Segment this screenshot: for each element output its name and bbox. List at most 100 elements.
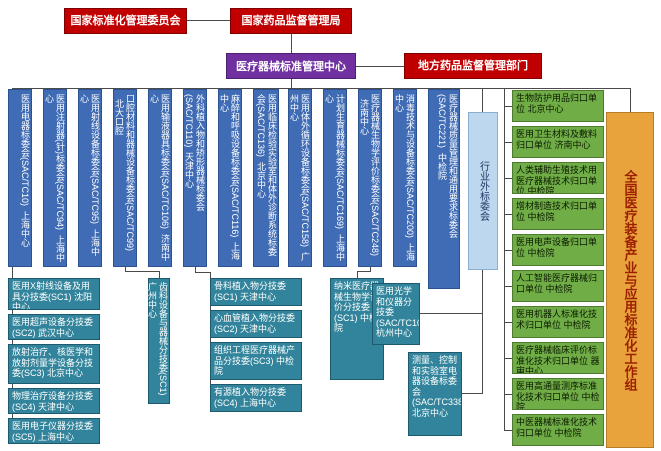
- subcommittee-tc110-sc2: 心血管植入物分技委(SC2) 天津中心: [210, 310, 302, 338]
- device-center-label: 医疗器械标准管理中心: [236, 61, 346, 73]
- committee-city: 广州中心: [289, 94, 310, 262]
- subcommittee-tc10-sc1: 医用X射线设备及用具分技委(SC1) 沈阳中心: [8, 278, 100, 310]
- focal-point-unit: 中检院: [563, 319, 591, 330]
- committee-column-sac-tc248: 医疗器械生物学评价标委会(SAC/TC248) 济南中心: [358, 89, 382, 267]
- committee-city: 上海中心: [324, 94, 345, 262]
- committee-column-sac-tc158: 医用体外循环设备标委会(SAC/TC158)广州中心: [288, 89, 312, 267]
- subcommittee-name: 医用X射线设备及用具分技委(SC1): [12, 281, 91, 302]
- connector-focal-4: [504, 214, 512, 215]
- external-committees-label-box: 行业外标委会: [468, 112, 498, 270]
- subcommittee-city: 广州中心: [147, 282, 157, 318]
- committee-code: (SAC/TC248): [370, 202, 380, 257]
- committee-code: (SAC/TC99): [125, 202, 135, 252]
- subcommittee-city: 中检院: [214, 355, 295, 377]
- committee-name: 医疗器械生物学评价标委会: [370, 94, 380, 202]
- focal-point-name: 医用高通量测序标准化技术归口单位: [516, 381, 598, 402]
- committee-column-sac-tc94: 医用注射器(针)标委会(SAC/TC94)上海中心: [43, 89, 67, 267]
- committee-code: (SAC/TC200): [405, 184, 415, 239]
- connector-focal-9: [504, 394, 512, 395]
- subcommittee-city: 天津中心: [38, 401, 75, 412]
- subcommittee-code: (SAC/TC338/SC1): [412, 397, 461, 407]
- connector-tc99-2: [125, 271, 160, 272]
- subcommittee-name: 组织工程医疗器械产品分技委(SC3): [214, 345, 296, 366]
- connector-tc99-3: [159, 271, 160, 278]
- connector-center-local: [356, 66, 404, 67]
- connector-external-tc103: [420, 313, 482, 314]
- committee-column-sac-tc110: 外科植入物和矫形器械标委会(SAC/TC110)天津中心: [183, 89, 207, 267]
- focal-point-clinical-evaluation: 医疗器械临床评价标准化技术归口单位 器审中心: [512, 342, 604, 374]
- connector-external-tc338: [462, 393, 482, 394]
- focal-point-additive-manufacturing: 增材制造技术归口单位 中检院: [512, 198, 604, 230]
- connector-focal-3: [504, 178, 512, 179]
- connector-focal-10: [504, 430, 512, 431]
- committee-city: 北大口腔: [114, 99, 124, 135]
- committee-code: (SAC/TC169): [335, 175, 345, 230]
- connector-main-bus: [12, 88, 630, 89]
- committee-name: 外科植入物和矫形器械标委会: [195, 94, 205, 211]
- subcommittee-tc110-sc4: 有源植入物分技委(SC4) 上海中心: [210, 384, 302, 412]
- committee-column-sac-tc10: 医用电器标委会(SAC/TC10)上海中心: [8, 89, 32, 267]
- committee-column-sac-tc116: 麻醉和呼吸设备标委会(SAC/TC116)上海中心: [218, 89, 242, 267]
- connector-focal-8: [504, 358, 512, 359]
- subcommittee-name: 放射治疗、核医学和放射剂量学设备分技委(SC3): [12, 347, 94, 378]
- committee-name: 医用注射器(针)标委会: [55, 94, 65, 181]
- committee-city: 上海中心: [20, 211, 30, 248]
- workgroup-label: 全国医疗装备产业与应用标准化工作组: [622, 169, 638, 391]
- focal-point-name: 人类辅助生殖技术用医疗器械技术归口单位: [516, 165, 598, 194]
- external-label: 行业外标委会: [477, 161, 489, 221]
- committee-city: 上海中心: [79, 94, 100, 257]
- connector-focal-6: [504, 286, 512, 287]
- subcommittee-city: 天津中心: [240, 291, 277, 302]
- local-regulators-label: 地方药品监督管理部门: [418, 59, 528, 72]
- committee-code: (SAC/TC136): [256, 103, 266, 158]
- committee-city: 天津中心: [184, 152, 194, 189]
- subcommittee-tc10-sc5: 医用电子仪器分技委(SC5) 上海中心: [8, 418, 100, 444]
- subcommittee-name: 骨科植入物分技委(SC1): [214, 281, 287, 302]
- subcommittee-tc10-sc2: 医用超声设备分技委(SC2) 武汉中心: [8, 314, 100, 340]
- box-device-standards-center: 医疗器械标准管理中心: [226, 53, 356, 79]
- focal-point-electroacoustic: 医用电声设备归口单位 中检院: [512, 234, 604, 266]
- focal-point-name: 医用电声设备归口单位: [516, 237, 598, 258]
- connector-workgroup: [630, 88, 631, 112]
- subcommittee-city: 武汉中心: [38, 327, 75, 338]
- committee-column-sac-tc99: 口腔材料和器械设备标委会(SAC/TC99) 北大口腔: [113, 89, 137, 267]
- committee-city: 济南中心: [359, 99, 369, 135]
- connector-focal-2: [504, 142, 512, 143]
- focal-point-assisted-reproduction: 人类辅助生殖技术用医疗器械技术归口单位 中检院: [512, 162, 604, 194]
- focal-point-name: 中医器械标准化技术归口单位: [516, 417, 598, 438]
- committee-column-sac-tc200: 消毒技术与设备标委会(SAC/TC200)上海中心: [393, 89, 417, 267]
- subcommittee-city: 北京中心: [412, 407, 449, 418]
- committee-city: 济南中心: [149, 94, 170, 262]
- committee-name: 口腔材料和器械设备标委会: [125, 94, 135, 202]
- committee-name: 医疗器械质量管理和通用要求标委会: [448, 94, 458, 238]
- connector-external-top: [482, 88, 483, 112]
- connector-tc248-1: [370, 267, 371, 272]
- standards-committee-label: 国家标准化管理委员会: [70, 14, 181, 27]
- subcommittee-city: 上海中心: [240, 397, 277, 408]
- focal-point-unit: 中检院: [545, 283, 573, 294]
- committee-name: 消毒技术与设备标委会: [405, 94, 415, 184]
- focal-point-name: 增材制造技术归口单位: [516, 201, 598, 222]
- committee-code: (SAC/TC95): [90, 175, 100, 225]
- box-nmpa: 国家药品监督管理局: [230, 8, 352, 34]
- focal-point-name: 医用卫生材料及敷料归口单位: [516, 129, 598, 150]
- committee-code: (SAC/TC158): [300, 193, 310, 248]
- connector-focal-rail: [504, 88, 505, 430]
- focal-point-unit: 中检院: [527, 211, 555, 222]
- subcommittee-city: 中检院: [334, 312, 379, 334]
- committee-column-sac-tc169: 计划生育器械标委会(SAC/TC169)上海中心: [323, 89, 347, 267]
- focal-point-name: 人工智能医疗器械归口单位: [516, 273, 598, 294]
- focal-point-unit: 济南中心: [554, 139, 591, 150]
- subcommittee-name: 齿科设备与器械分技委(SC1): [158, 282, 168, 396]
- focal-point-dressings: 医用卫生材料及敷料归口单位 济南中心: [512, 126, 604, 158]
- connector-sac-nmpa: [187, 20, 232, 21]
- focal-point-tcm-devices: 中医器械标准化技术归口单位 中检院: [512, 414, 604, 446]
- committee-column-sac-tc136: 医用临床检验实验室和体外诊断系统标委会(SAC/TC136)北京中心: [253, 89, 279, 267]
- subcommittee-city: 杭州中心: [376, 328, 413, 338]
- subcommittee-tc110-sc3: 组织工程医疗器械产品分技委(SC3) 中检院: [210, 342, 302, 380]
- subcommittee-name: 测量、控制和实验室电器设备标委会: [412, 355, 458, 397]
- workgroup-box: 全国医疗装备产业与应用标准化工作组: [606, 112, 654, 448]
- committee-name: 医用临床检验实验室和体外诊断系统标委会: [256, 94, 277, 256]
- subcommittee-name: 心血管植入物分技委(SC2): [214, 313, 296, 334]
- committee-name: 计划生育器械标委会: [335, 94, 345, 175]
